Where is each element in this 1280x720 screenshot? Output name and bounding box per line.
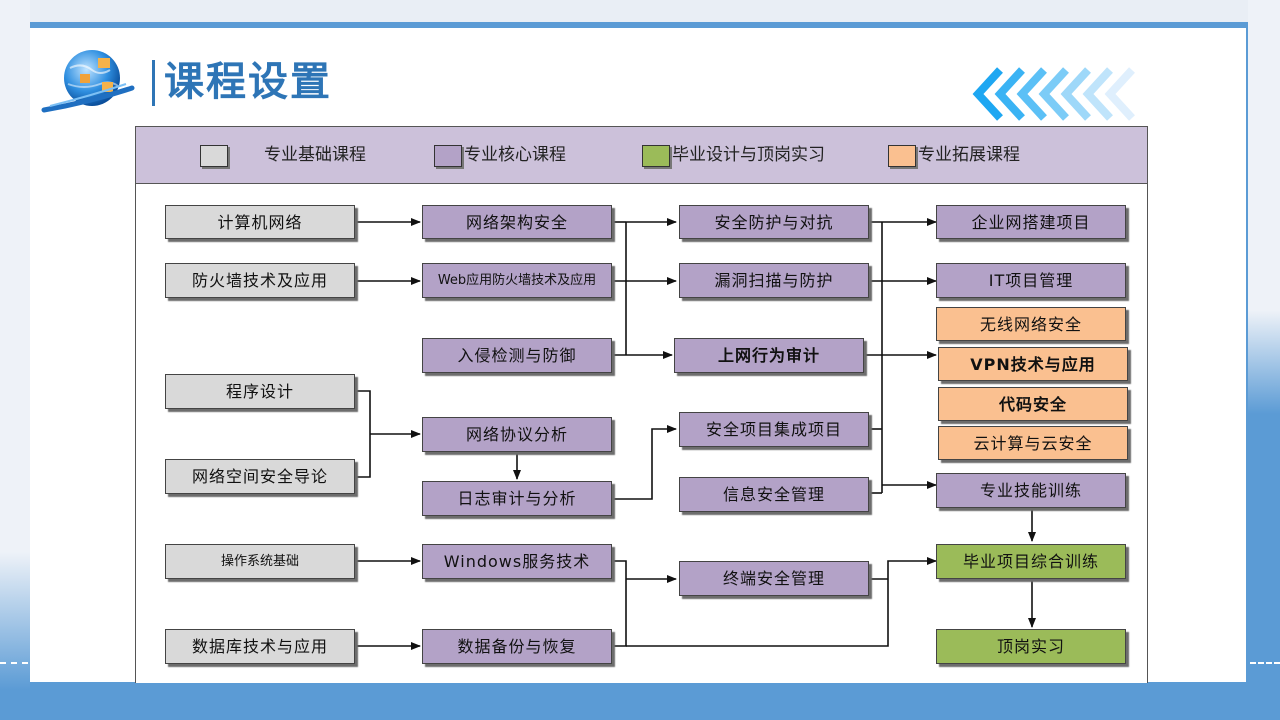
legend-label-ext: 专业拓展课程 xyxy=(918,145,1020,165)
course-log-audit: 日志审计与分析 xyxy=(422,481,612,516)
course-programming: 程序设计 xyxy=(165,374,355,409)
course-skill-training: 专业技能训练 xyxy=(936,473,1126,508)
course-wireless-security: 无线网络安全 xyxy=(936,307,1126,341)
course-data-backup: 数据备份与恢复 xyxy=(422,629,612,664)
course-firewall: 防火墙技术及应用 xyxy=(165,263,355,298)
globe-logo-icon xyxy=(41,50,135,113)
dashed-line-left xyxy=(0,662,28,664)
course-internship: 顶岗实习 xyxy=(936,629,1126,664)
course-protocol-analysis: 网络协议分析 xyxy=(422,417,612,452)
course-security-integration: 安全项目集成项目 xyxy=(679,412,869,447)
title-accent-bar xyxy=(152,60,155,106)
course-computer-network: 计算机网络 xyxy=(165,205,355,239)
course-database: 数据库技术与应用 xyxy=(165,629,355,664)
course-flow-diagram: 专业基础课程 专业核心课程 毕业设计与顶岗实习 专业拓展课程 xyxy=(135,126,1148,683)
course-graduation-project: 毕业项目综合训练 xyxy=(936,544,1126,579)
course-intrusion-detection: 入侵检测与防御 xyxy=(422,338,612,373)
course-enterprise-network-project: 企业网搭建项目 xyxy=(936,205,1126,239)
course-security-defense: 安全防护与对抗 xyxy=(679,205,869,239)
legend-label-grad: 毕业设计与顶岗实习 xyxy=(672,145,825,165)
course-vpn: VPN技术与应用 xyxy=(938,347,1128,381)
course-code-security: 代码安全 xyxy=(938,387,1128,421)
course-web-waf: Web应用防火墙技术及应用 xyxy=(422,263,612,298)
legend-label-base: 专业基础课程 xyxy=(264,145,366,165)
dashed-line-right xyxy=(1250,662,1280,664)
legend-swatch-base xyxy=(200,145,228,167)
course-windows-services: Windows服务技术 xyxy=(422,544,612,579)
course-endpoint-security: 终端安全管理 xyxy=(679,561,869,596)
legend-swatch-ext xyxy=(888,145,916,167)
legend-swatch-core xyxy=(434,145,462,167)
course-cloud-security: 云计算与云安全 xyxy=(938,426,1128,460)
course-vuln-scan: 漏洞扫描与防护 xyxy=(679,263,869,298)
background-top xyxy=(0,0,1280,22)
legend-label-core: 专业核心课程 xyxy=(464,145,566,165)
connector-lines xyxy=(356,218,1036,650)
background-left xyxy=(0,0,30,690)
course-cyberspace-intro: 网络空间安全导论 xyxy=(165,459,355,494)
course-it-project-management: IT项目管理 xyxy=(936,263,1126,298)
course-network-architecture: 网络架构安全 xyxy=(422,205,612,239)
course-infosec-management: 信息安全管理 xyxy=(679,477,869,512)
background-right xyxy=(1248,0,1280,690)
course-os-basics: 操作系统基础 xyxy=(165,544,355,579)
course-web-behavior-audit: 上网行为审计 xyxy=(674,338,864,373)
chevron-left-icon xyxy=(972,67,1135,121)
legend: 专业基础课程 专业核心课程 毕业设计与顶岗实习 专业拓展课程 xyxy=(136,127,1147,184)
legend-swatch-grad xyxy=(642,145,670,167)
page-title: 课程设置 xyxy=(164,59,332,105)
